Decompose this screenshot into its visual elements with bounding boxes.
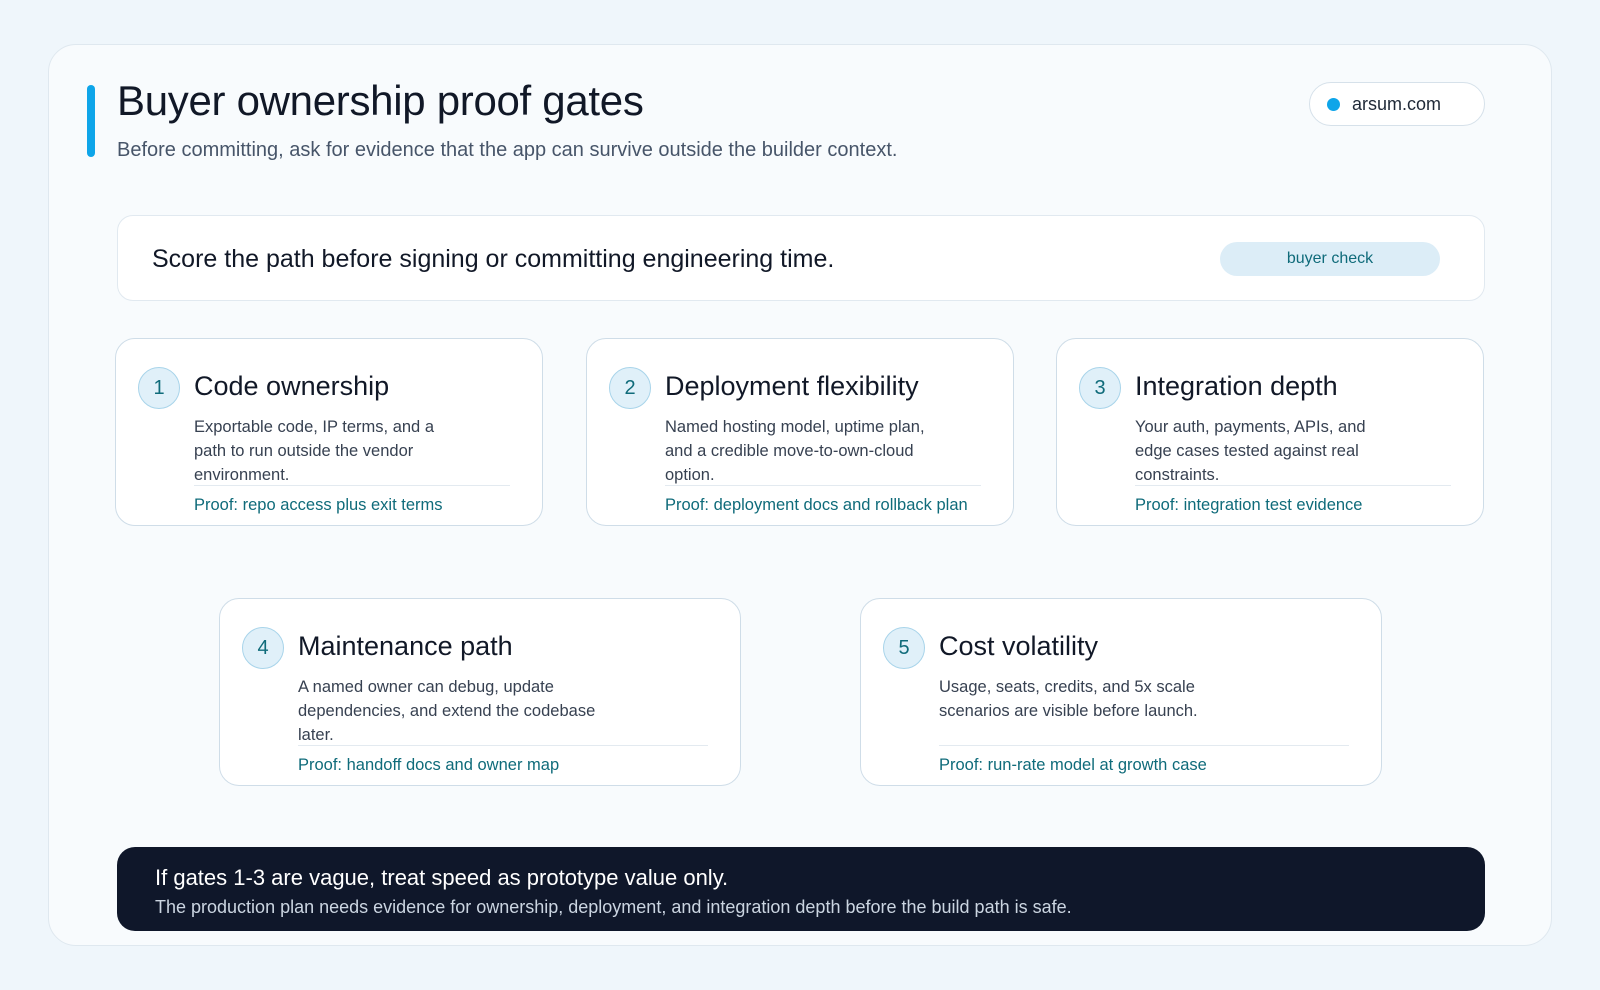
gate-title: Cost volatility <box>939 631 1099 661</box>
gate-card-deployment-flexibility: 2 Deployment flexibility Named hosting m… <box>586 338 1014 526</box>
summary-footer: If gates 1-3 are vague, treat speed as p… <box>117 847 1485 931</box>
gate-divider <box>298 745 708 746</box>
footer-text: The production plan needs evidence for o… <box>155 897 1072 917</box>
gate-description: A named owner can debug, update dependen… <box>298 678 596 744</box>
gate-number-badge: 1 <box>138 367 180 409</box>
gate-proof: Proof: handoff docs and owner map <box>298 756 560 774</box>
gate-proof: Proof: deployment docs and rollback plan <box>665 496 968 514</box>
gate-divider <box>1135 485 1451 486</box>
gate-description: Named hosting model, uptime plan, and a … <box>665 418 925 484</box>
domain-badge[interactable]: arsum.com <box>1309 82 1485 126</box>
status-dot-icon <box>1327 97 1340 111</box>
gate-description: Exportable code, IP terms, and a path to… <box>194 418 434 484</box>
gate-divider <box>665 485 981 486</box>
gate-title: Deployment flexibility <box>665 371 919 401</box>
gate-number-badge: 2 <box>609 367 651 409</box>
gate-proof: Proof: run-rate model at growth case <box>939 756 1207 774</box>
page-subtitle: Before committing, ask for evidence that… <box>117 139 898 161</box>
gate-description: Your auth, payments, APIs, and edge case… <box>1135 418 1366 484</box>
main-card: Buyer ownership proof gates Before commi… <box>48 44 1552 946</box>
gate-proof: Proof: integration test evidence <box>1135 496 1363 514</box>
gate-description: Usage, seats, credits, and 5x scale scen… <box>939 678 1198 720</box>
gate-proof: Proof: repo access plus exit terms <box>194 496 443 514</box>
page-title: Buyer ownership proof gates <box>117 77 644 124</box>
gate-divider <box>939 745 1349 746</box>
gate-divider <box>194 485 510 486</box>
footer-title: If gates 1-3 are vague, treat speed as p… <box>155 865 729 890</box>
score-banner: Score the path before signing or committ… <box>117 215 1485 301</box>
gate-card-code-ownership: 1 Code ownership Exportable code, IP ter… <box>115 338 543 526</box>
gate-card-cost-volatility: 5 Cost volatility Usage, seats, credits,… <box>860 598 1382 786</box>
gate-number-badge: 5 <box>883 627 925 669</box>
gate-card-integration-depth: 3 Integration depth Your auth, payments,… <box>1056 338 1484 526</box>
banner-text: Score the path before signing or committ… <box>152 245 835 273</box>
domain-label: arsum.com <box>1352 93 1442 114</box>
gate-number-badge: 3 <box>1079 367 1121 409</box>
gate-card-maintenance-path: 4 Maintenance path A named owner can deb… <box>219 598 741 786</box>
gate-title: Maintenance path <box>298 631 513 661</box>
title-accent-bar <box>87 85 95 157</box>
gate-title: Code ownership <box>194 371 390 401</box>
buyer-check-badge: buyer check <box>1220 242 1440 276</box>
gate-number-badge: 4 <box>242 627 284 669</box>
gate-title: Integration depth <box>1135 371 1338 401</box>
